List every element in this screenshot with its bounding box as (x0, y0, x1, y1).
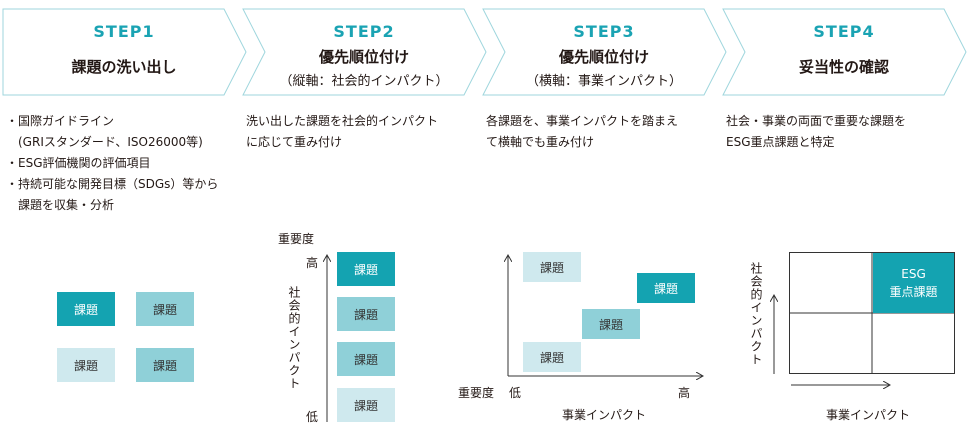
step4-number: STEP4 (813, 22, 875, 41)
low-label: 低 (509, 386, 522, 400)
issue-box: 課題 (136, 348, 194, 382)
chevron-shape (2, 8, 247, 96)
step4-description: 社会・事業の両面で重要な課題を ESG重点課題と特定 (726, 111, 906, 153)
step1-header: STEP1 課題の洗い出し (0, 0, 248, 102)
desc-line: (GRIスタンダード、ISO26000等) (6, 135, 203, 149)
step2-number: STEP2 (333, 22, 395, 41)
step2-subtitle: （縦軸：社会的インパクト） (279, 74, 449, 89)
priority-issue-label: 重点課題 (889, 285, 938, 299)
desc-line: ・ESG評価機関の評価項目 (6, 156, 151, 170)
importance-label: 重要度 (458, 386, 495, 400)
chevron-shape (242, 8, 487, 96)
high-label: 高 (306, 256, 319, 270)
issue-box: 課題 (57, 292, 115, 326)
importance-label: 重要度 (278, 232, 315, 246)
chevron-shape (482, 8, 727, 96)
low-label: 低 (306, 410, 319, 424)
business-impact-axis-label: 事業インパクト (562, 408, 647, 422)
step3-title: 優先順位付け (558, 48, 649, 66)
desc-line: ・持続可能な開発目標（SDGs）等から (6, 177, 219, 191)
social-impact-axis-label: 社会的インパクト (287, 286, 301, 390)
chevron-shape (722, 8, 967, 96)
issue-box: 課題 (337, 342, 395, 376)
step1-number: STEP1 (93, 22, 155, 41)
desc-line: ESG重点課題と特定 (726, 135, 835, 149)
step1-description: ・国際ガイドライン (GRIスタンダード、ISO26000等) ・ESG評価機関… (6, 111, 218, 216)
step3-header: STEP3 優先順位付け （横軸：事業インパクト） (480, 0, 728, 102)
issue-box: 課題 (337, 297, 395, 331)
issue-box: 課題 (582, 309, 640, 339)
esg-priority-cell: ESG 重点課題 (873, 253, 954, 313)
high-label: 高 (678, 386, 691, 400)
step2-header: STEP2 優先順位付け （縦軸：社会的インパクト） (240, 0, 488, 102)
desc-line: 洗い出した課題を社会的インパクト (246, 114, 439, 128)
issue-box: 課題 (337, 388, 395, 422)
desc-line: て横軸でも重み付け (486, 135, 595, 149)
issue-box: 課題 (637, 273, 695, 303)
step3-description: 各課題を、事業インパクトを踏まえ て横軸でも重み付け (486, 111, 678, 153)
step3-number: STEP3 (573, 22, 635, 41)
desc-line: ・国際ガイドライン (6, 114, 115, 128)
esg-label: ESG (901, 267, 926, 281)
issue-box: 課題 (136, 292, 194, 326)
step2-title: 優先順位付け (318, 48, 409, 66)
social-impact-axis-label: 社会的インパクト (749, 262, 763, 366)
desc-line: 社会・事業の両面で重要な課題を (726, 114, 907, 128)
issue-box: 課題 (57, 348, 115, 382)
step4-header: STEP4 妥当性の確認 (720, 0, 968, 102)
business-impact-axis-label: 事業インパクト (826, 408, 911, 422)
step4-title: 妥当性の確認 (798, 58, 889, 76)
issue-box: 課題 (523, 252, 581, 282)
issue-box: 課題 (523, 342, 581, 372)
desc-line: 各課題を、事業インパクトを踏まえ (486, 114, 679, 128)
issue-box: 課題 (337, 252, 395, 286)
step3-subtitle: （横軸：事業インパクト） (525, 74, 682, 89)
desc-line: 課題を収集・分析 (6, 198, 115, 212)
step1-title: 課題の洗い出し (71, 58, 177, 76)
desc-line: に応じて重み付け (246, 135, 343, 149)
step2-description: 洗い出した課題を社会的インパクト に応じて重み付け (246, 111, 438, 153)
